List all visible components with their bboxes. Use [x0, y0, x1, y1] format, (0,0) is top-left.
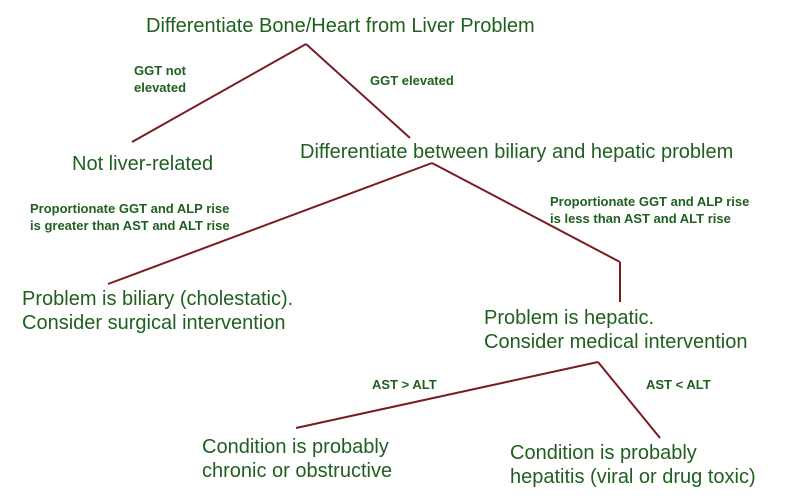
edge-label-ggt-elevated: GGT elevated — [370, 72, 454, 89]
edge-label-line: GGT elevated — [370, 73, 454, 88]
node-hepatitis-line: hepatitis (viral or drug toxic) — [510, 466, 756, 488]
edge-label-ast-lt-alt: AST < ALT — [646, 376, 711, 393]
connector-diff-to-biliary — [107, 162, 433, 285]
edge-label-line: AST < ALT — [646, 377, 711, 392]
connector-diff-to-hepatic — [431, 162, 621, 263]
node-hepatic-line: Problem is hepatic. — [484, 307, 655, 329]
node-chronic-line: Condition is probably — [202, 436, 389, 458]
edge-label-line: Proportionate GGT and ALP rise — [550, 194, 750, 209]
connector-root-to-biliary-vs-hepatic — [305, 43, 411, 139]
node-hepatic: Problem is hepatic. Consider medical int… — [484, 306, 747, 354]
node-root-text: Differentiate Bone/Heart from Liver Prob… — [146, 15, 535, 37]
node-biliary-line: Problem is biliary (cholestatic). — [22, 288, 294, 310]
edge-label-ggt-not-elevated: GGT not elevated — [134, 62, 186, 96]
node-biliary: Problem is biliary (cholestatic). Consid… — [22, 287, 293, 335]
edge-label-line: GGT not — [134, 63, 186, 78]
edge-label-ast-gt-alt: AST > ALT — [372, 376, 437, 393]
edge-label-line: is greater than AST and ALT rise — [30, 218, 230, 233]
edge-label-ggt-alp-less: Proportionate GGT and ALP rise is less t… — [550, 193, 749, 227]
node-biliary-vs-hepatic: Differentiate between biliary and hepati… — [300, 140, 733, 164]
edge-label-ggt-alp-greater: Proportionate GGT and ALP rise is greate… — [30, 200, 230, 234]
connector-hepatic-to-chronic — [295, 361, 599, 429]
node-chronic-line: chronic or obstructive — [202, 460, 393, 482]
edge-label-line: Proportionate GGT and ALP rise — [30, 201, 230, 216]
node-root: Differentiate Bone/Heart from Liver Prob… — [146, 14, 535, 38]
node-biliary-vs-hepatic-text: Differentiate between biliary and hepati… — [300, 141, 734, 163]
node-biliary-line: Consider surgical intervention — [22, 312, 286, 334]
connector-hepatic-to-hepatitis — [597, 361, 661, 439]
node-hepatitis: Condition is probably hepatitis (viral o… — [510, 441, 756, 489]
node-hepatic-line: Consider medical intervention — [484, 331, 748, 353]
node-not-liver-text: Not liver-related — [72, 153, 214, 175]
node-chronic-obstructive: Condition is probably chronic or obstruc… — [202, 435, 392, 483]
edge-label-line: AST > ALT — [372, 377, 437, 392]
edge-label-line: is less than AST and ALT rise — [550, 211, 731, 226]
edge-label-line: elevated — [134, 80, 187, 95]
connector-root-to-not-liver — [131, 43, 307, 143]
node-hepatitis-line: Condition is probably — [510, 442, 697, 464]
node-not-liver-related: Not liver-related — [72, 152, 213, 176]
